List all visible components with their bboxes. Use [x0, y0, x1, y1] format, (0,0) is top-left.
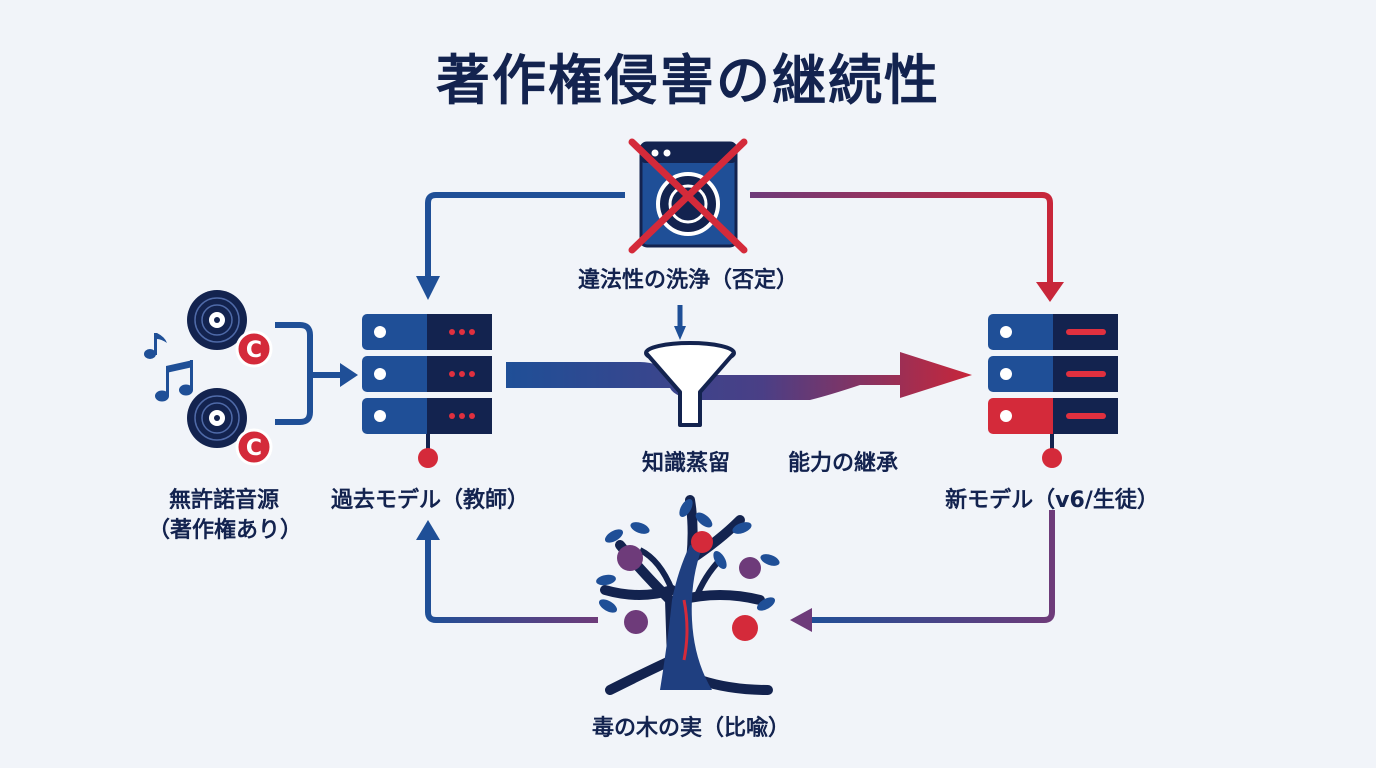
- vinyl-record-icon: [187, 388, 247, 448]
- copyright-icon: C: [235, 428, 273, 466]
- cross-icon: [628, 138, 748, 254]
- teacher-label: 過去モデル（教師）: [330, 488, 529, 513]
- arrow-bottom-right-head: [790, 608, 812, 632]
- music-note-icon: [144, 333, 167, 359]
- copyright-icon: C: [235, 330, 273, 368]
- arrow-bottom-left: [425, 536, 598, 623]
- poison-tree-icon: [596, 495, 780, 695]
- inheritance-label: 能力の継承: [787, 451, 898, 476]
- music-note-icon: [155, 360, 193, 402]
- page-title: 著作権侵害の継続性: [436, 49, 940, 112]
- funnel-icon: [644, 305, 736, 427]
- source-bracket: [275, 322, 345, 425]
- source-label: 無許諾音源: [168, 488, 279, 513]
- arrow-top-left: [416, 192, 625, 300]
- arrow-top-right: [750, 192, 1053, 288]
- distillation-band: [506, 352, 972, 400]
- student-label: 新モデル（v6/生徒）: [945, 488, 1159, 513]
- tree-label: 毒の木の実（比喩）: [591, 716, 790, 741]
- arrow-top-right-head: [1036, 282, 1064, 302]
- teacher-server-icon: [362, 314, 492, 468]
- source-sublabel: （著作権あり）: [147, 518, 302, 543]
- source-bracket-head: [340, 363, 358, 387]
- svg-text:C: C: [246, 436, 262, 461]
- distillation-label: 知識蒸留: [641, 451, 730, 476]
- laundering-label: 違法性の洗浄（否定）: [577, 268, 798, 293]
- svg-text:C: C: [246, 338, 262, 363]
- vinyl-record-icon: [187, 290, 247, 350]
- arrow-bottom-right: [808, 510, 1055, 623]
- student-server-icon: [988, 314, 1118, 468]
- arrow-bottom-left-head: [416, 520, 440, 540]
